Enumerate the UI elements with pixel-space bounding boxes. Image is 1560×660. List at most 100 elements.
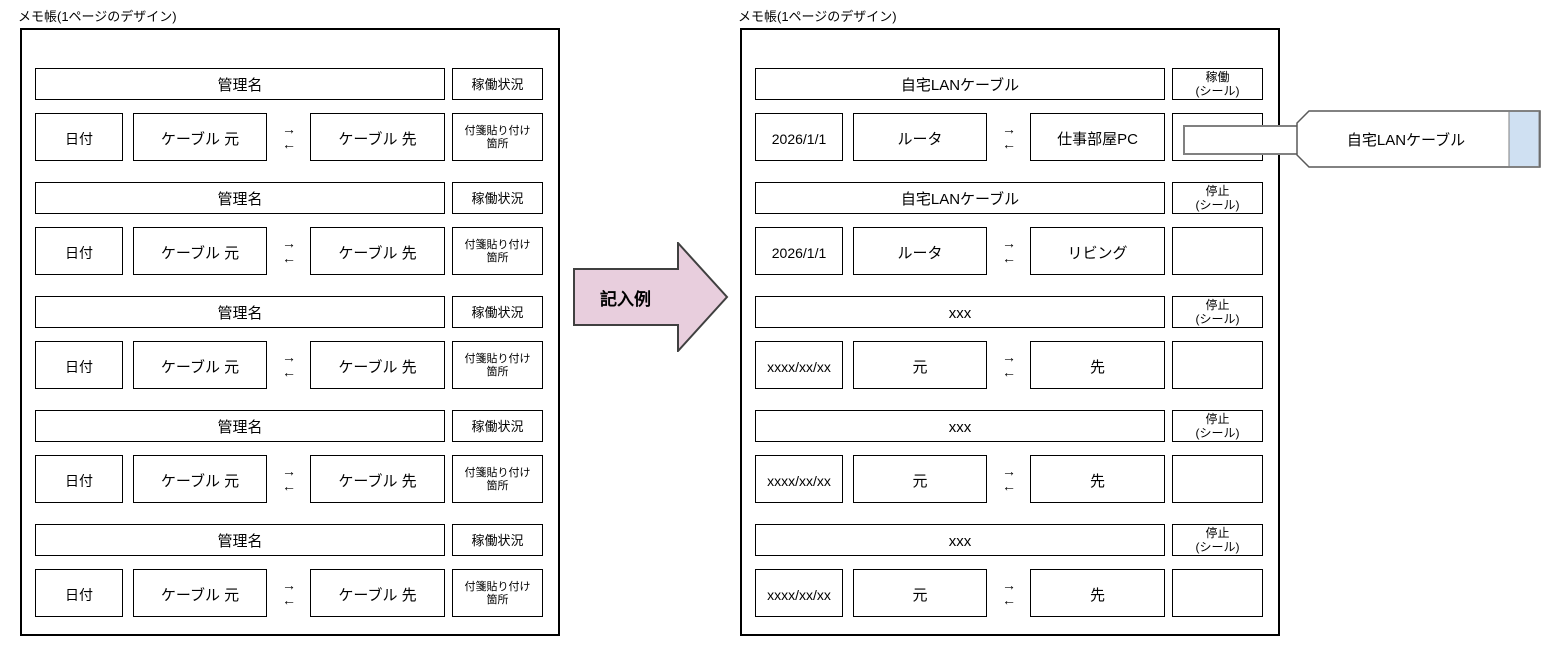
arrow-left-glyph: ← — [282, 364, 296, 380]
cable-dest-box: ケーブル 先 — [310, 341, 445, 389]
operation-status-box: 稼働状況 — [452, 296, 543, 328]
cable-source-box: ケーブル 元 — [133, 455, 267, 503]
example-memo-panel: 自宅LANケーブル 稼働(シール) 2026/1/1 ルータ →← 仕事部屋PC… — [740, 28, 1280, 636]
arrow-right-glyph: → — [282, 463, 296, 479]
management-name-box: xxx — [755, 524, 1165, 556]
note-line1: 付箋貼り付け — [464, 352, 531, 365]
status-line1: 停止 — [1205, 526, 1230, 540]
tag-connector — [1183, 125, 1300, 155]
operation-status-box: 停止(シール) — [1172, 410, 1263, 442]
arrow-left-glyph: ← — [1002, 364, 1016, 380]
note-line1: 付箋貼り付け — [464, 238, 531, 251]
sticky-note-area-box — [1172, 569, 1263, 617]
note-line2: 箇所 — [486, 593, 509, 606]
operation-status-box: 稼働(シール) — [1172, 68, 1263, 100]
cable-source-box: 元 — [853, 455, 987, 503]
management-name-box: xxx — [755, 296, 1165, 328]
sticky-note-area-box: 付箋貼り付け箇所 — [452, 341, 543, 389]
arrow-left-glyph: ← — [282, 478, 296, 494]
arrow-polygon — [573, 240, 729, 354]
operation-status-box: 停止(シール) — [1172, 524, 1263, 556]
memo-block: 管理名 稼働状況 日付 ケーブル 元 →← ケーブル 先 付箋貼り付け箇所 — [22, 410, 558, 506]
cable-label-text: 自宅LANケーブル — [1346, 131, 1466, 149]
cable-dest-box: 先 — [1030, 455, 1165, 503]
cable-dest-box: ケーブル 先 — [310, 113, 445, 161]
cable-source-box: ケーブル 元 — [133, 341, 267, 389]
arrow-left-glyph: ← — [1002, 592, 1016, 608]
cable-source-box: ケーブル 元 — [133, 227, 267, 275]
cable-dest-box: リビング — [1030, 227, 1165, 275]
arrow-right-glyph: → — [282, 349, 296, 365]
status-line2: (シール) — [1195, 426, 1240, 440]
direction-arrows: →← — [988, 341, 1030, 389]
date-box: 2026/1/1 — [755, 227, 843, 275]
management-name-box: 管理名 — [35, 410, 445, 442]
arrow-left-glyph: ← — [1002, 250, 1016, 266]
direction-arrows: →← — [268, 569, 310, 617]
memo-block: xxx 停止(シール) xxxx/xx/xx 元 →← 先 — [742, 524, 1278, 620]
status-line2: (シール) — [1195, 540, 1240, 554]
arrow-left-glyph: ← — [282, 250, 296, 266]
date-box: xxxx/xx/xx — [755, 341, 843, 389]
arrow-right-glyph: → — [1002, 121, 1016, 137]
arrow-right-glyph: → — [1002, 349, 1016, 365]
cable-source-box: ルータ — [853, 113, 987, 161]
cable-source-box: 元 — [853, 341, 987, 389]
operation-status-box: 稼働状況 — [452, 68, 543, 100]
cable-dest-box: ケーブル 先 — [310, 569, 445, 617]
note-line2: 箇所 — [486, 479, 509, 492]
cable-source-box: ケーブル 元 — [133, 113, 267, 161]
arrow-right-glyph: → — [1002, 577, 1016, 593]
arrow-right-glyph: → — [1002, 235, 1016, 251]
direction-arrows: →← — [268, 227, 310, 275]
example-arrow-label: 記入例 — [600, 289, 651, 309]
cable-source-box: 元 — [853, 569, 987, 617]
date-box: 日付 — [35, 113, 123, 161]
status-line1: 停止 — [1205, 184, 1230, 198]
management-name-box: 管理名 — [35, 296, 445, 328]
arrow-right-glyph: → — [282, 235, 296, 251]
date-box: 日付 — [35, 227, 123, 275]
management-name-box: 自宅LANケーブル — [755, 68, 1165, 100]
status-line1: 停止 — [1205, 412, 1230, 426]
direction-arrows: →← — [988, 569, 1030, 617]
date-box: 日付 — [35, 569, 123, 617]
cable-dest-box: ケーブル 先 — [310, 455, 445, 503]
date-box: 2026/1/1 — [755, 113, 843, 161]
template-memo-panel: 管理名 稼働状況 日付 ケーブル 元 →← ケーブル 先 付箋貼り付け箇所 管理… — [20, 28, 560, 636]
cable-dest-box: 先 — [1030, 341, 1165, 389]
cable-dest-box: 先 — [1030, 569, 1165, 617]
status-line1: 停止 — [1205, 298, 1230, 312]
arrow-right-glyph: → — [282, 577, 296, 593]
arrow-left-glyph: ← — [1002, 478, 1016, 494]
memo-block: 管理名 稼働状況 日付 ケーブル 元 →← ケーブル 先 付箋貼り付け箇所 — [22, 182, 558, 278]
date-box: 日付 — [35, 455, 123, 503]
cable-label-shape — [1296, 110, 1541, 168]
direction-arrows: →← — [988, 113, 1030, 161]
management-name-box: xxx — [755, 410, 1165, 442]
operation-status-box: 稼働状況 — [452, 182, 543, 214]
arrow-left-glyph: ← — [1002, 136, 1016, 152]
management-name-box: 管理名 — [35, 68, 445, 100]
operation-status-box: 稼働状況 — [452, 524, 543, 556]
sticky-note-area-box — [1172, 227, 1263, 275]
date-box: xxxx/xx/xx — [755, 569, 843, 617]
sticky-note-area-box — [1172, 341, 1263, 389]
status-line2: (シール) — [1195, 198, 1240, 212]
direction-arrows: →← — [988, 455, 1030, 503]
status-line2: (シール) — [1195, 312, 1240, 326]
right-arrow-shape — [573, 240, 729, 354]
cable-source-box: ルータ — [853, 227, 987, 275]
memo-block: 自宅LANケーブル 稼働(シール) 2026/1/1 ルータ →← 仕事部屋PC — [742, 68, 1278, 164]
memo-block: 管理名 稼働状況 日付 ケーブル 元 →← ケーブル 先 付箋貼り付け箇所 — [22, 524, 558, 620]
operation-status-box: 停止(シール) — [1172, 182, 1263, 214]
arrow-right-glyph: → — [282, 121, 296, 137]
memo-block: 管理名 稼働状況 日付 ケーブル 元 →← ケーブル 先 付箋貼り付け箇所 — [22, 296, 558, 392]
cable-source-box: ケーブル 元 — [133, 569, 267, 617]
cable-dest-box: ケーブル 先 — [310, 227, 445, 275]
sticky-note-area-box: 付箋貼り付け箇所 — [452, 227, 543, 275]
note-line2: 箇所 — [486, 251, 509, 264]
note-line2: 箇所 — [486, 365, 509, 378]
management-name-box: 自宅LANケーブル — [755, 182, 1165, 214]
